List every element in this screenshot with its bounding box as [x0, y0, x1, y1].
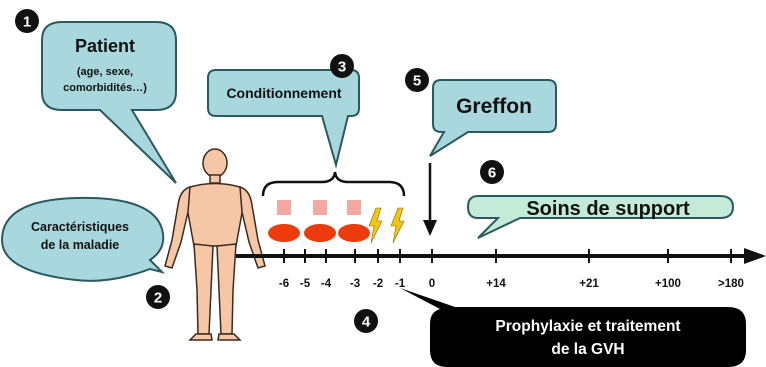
tick-label: -6: [279, 278, 289, 290]
marker-2-label: 2: [154, 290, 162, 307]
marker-5-label: 5: [413, 73, 421, 90]
marker-1-label: 1: [23, 14, 31, 31]
marker-6-label: 6: [488, 165, 496, 182]
conditioning-rect: [277, 200, 291, 215]
marker-6: 6: [480, 160, 504, 184]
graft-arrow: [423, 163, 437, 236]
figure-left-leg: [194, 244, 213, 334]
conditioning-brace: [263, 172, 404, 196]
tick-label: +21: [579, 278, 599, 290]
gvh-line2: de la GVH: [551, 341, 624, 358]
tick-label: -1: [395, 278, 406, 290]
gvh-bubble: Prophylaxie et traitement de la GVH: [400, 288, 746, 367]
disease-line2: de la maladie: [41, 238, 120, 252]
chemo-oval: [268, 224, 300, 242]
patient-bubble: Patient (age, sexe, comorbidités…): [42, 22, 176, 183]
conditioning-rect: [347, 200, 361, 215]
figure-head: [203, 149, 227, 177]
graft-bubble-shape: [430, 80, 556, 156]
disease-line1: Caractéristiques: [31, 220, 129, 234]
marker-3-label: 3: [338, 59, 346, 76]
tick-label: -3: [350, 278, 360, 290]
patient-figure: [165, 149, 265, 340]
conditioning-bubble: Conditionnement: [208, 70, 359, 165]
marker-4-label: 4: [362, 314, 371, 331]
conditioning-rect: [313, 200, 327, 215]
marker-1: 1: [15, 9, 39, 33]
graft-label: Greffon: [456, 95, 532, 118]
patient-detail-line1: (age, sexe,: [77, 66, 133, 78]
figure-right-leg: [217, 244, 236, 334]
tick-label: +100: [655, 278, 681, 290]
tick-label: -5: [300, 278, 311, 290]
tick-label: -4: [321, 278, 332, 290]
support-bubble: Soins de support: [468, 196, 733, 238]
tick-label: +14: [486, 278, 506, 290]
marker-4: 4: [354, 309, 378, 333]
conditioning-label: Conditionnement: [226, 85, 341, 101]
marker-5: 5: [405, 68, 429, 92]
irradiation-bolt-icon: [369, 208, 382, 243]
patient-title: Patient: [75, 36, 135, 56]
graft-bubble: Greffon: [430, 80, 556, 156]
marker-3: 3: [330, 54, 354, 78]
chemo-oval: [304, 224, 336, 242]
gvh-line1: Prophylaxie et traitement: [495, 318, 680, 335]
figure-torso: [186, 184, 244, 247]
conditioning-marks: [268, 200, 404, 243]
disease-bubble: Caractéristiques de la maladie: [2, 198, 163, 281]
tick-label: 0: [429, 278, 435, 290]
chemo-oval: [338, 224, 370, 242]
tick-label: >180: [718, 278, 744, 290]
tick-label: -2: [373, 278, 383, 290]
patient-detail-line2: comorbidités…): [63, 82, 147, 94]
support-label: Soins de support: [526, 198, 690, 220]
irradiation-bolt-icon: [391, 208, 404, 243]
timeline-axis: [236, 248, 766, 264]
figure-left-arm: [165, 187, 190, 268]
marker-2: 2: [146, 285, 170, 309]
